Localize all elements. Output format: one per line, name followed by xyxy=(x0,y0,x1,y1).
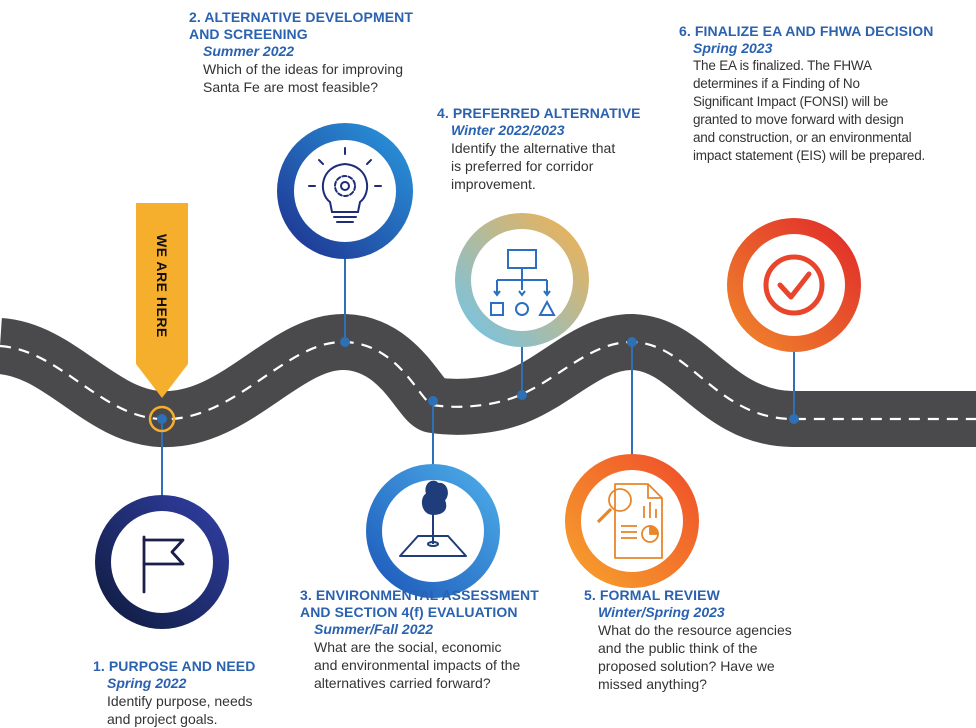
flag-icon xyxy=(142,535,185,594)
step-1-title: 1. PURPOSE AND NEED xyxy=(93,658,256,674)
step-4-desc: Identify the alternative that is preferr… xyxy=(451,140,616,192)
start-node-ring xyxy=(148,405,176,433)
step-2-date: Summer 2022 xyxy=(203,43,295,59)
step-4-date: Winter 2022/2023 xyxy=(451,122,565,138)
step-6-text: 6. FINALIZE EA AND FHWA DECISION Spring … xyxy=(679,23,976,165)
step-5-title: 5. FORMAL REVIEW xyxy=(584,587,720,603)
node-2 xyxy=(340,337,350,347)
step-6-badge xyxy=(727,218,861,352)
step-6-date: Spring 2023 xyxy=(693,40,773,56)
checkmark-circle-icon xyxy=(763,254,825,316)
step-4-title: 4. PREFERRED ALTERNATIVE xyxy=(437,105,641,121)
step-2-badge xyxy=(277,123,413,259)
node-3 xyxy=(428,396,438,406)
flowchart-icon xyxy=(490,249,556,316)
node-4 xyxy=(517,390,527,400)
node-5 xyxy=(627,337,637,347)
step-1-desc: Identify purpose, needs and project goal… xyxy=(107,693,253,727)
step-3-badge xyxy=(366,464,500,598)
step-5-badge xyxy=(565,454,699,588)
step-1-date: Spring 2022 xyxy=(107,675,187,691)
step-6-desc: The EA is finalized. The FHWA determines… xyxy=(693,58,926,163)
step-5-text: 5. FORMAL REVIEW Winter/Spring 2023 What… xyxy=(584,587,844,693)
tree-landscape-icon xyxy=(399,480,467,557)
step-4-text: 4. PREFERRED ALTERNATIVE Winter 2022/202… xyxy=(437,105,687,193)
road-center-line xyxy=(0,340,976,421)
we-are-here-label: WE ARE HERE xyxy=(154,234,170,338)
step-2-text: 2. ALTERNATIVE DEVELOPMENT AND SCREENING… xyxy=(189,9,479,96)
step-6-title: 6. FINALIZE EA AND FHWA DECISION xyxy=(679,23,934,39)
we-are-here-marker-label-box: WE ARE HERE xyxy=(136,203,188,399)
node-6 xyxy=(789,414,799,424)
we-are-here-marker xyxy=(136,203,188,398)
step-3-date: Summer/Fall 2022 xyxy=(314,621,434,637)
step-3-desc: What are the social, economic and enviro… xyxy=(314,639,521,691)
step-1-badge xyxy=(95,495,229,629)
step-2-title: 2. ALTERNATIVE DEVELOPMENT AND SCREENING xyxy=(189,9,414,42)
lightbulb-gear-icon xyxy=(308,147,382,223)
step-5-desc: What do the resource agencies and the pu… xyxy=(598,622,792,692)
step-4-badge xyxy=(455,213,589,347)
step-2-desc: Which of the ideas for improving Santa F… xyxy=(203,61,403,95)
start-node xyxy=(157,414,167,424)
step-3-title: 3. ENVIRONMENTAL ASSESSMENT AND SECTION … xyxy=(300,587,539,620)
step-1-text: 1. PURPOSE AND NEED Spring 2022 Identify… xyxy=(93,658,293,728)
step-3-text: 3. ENVIRONMENTAL ASSESSMENT AND SECTION … xyxy=(300,587,590,692)
document-magnifier-icon xyxy=(596,483,663,559)
step-5-date: Winter/Spring 2023 xyxy=(598,604,725,620)
